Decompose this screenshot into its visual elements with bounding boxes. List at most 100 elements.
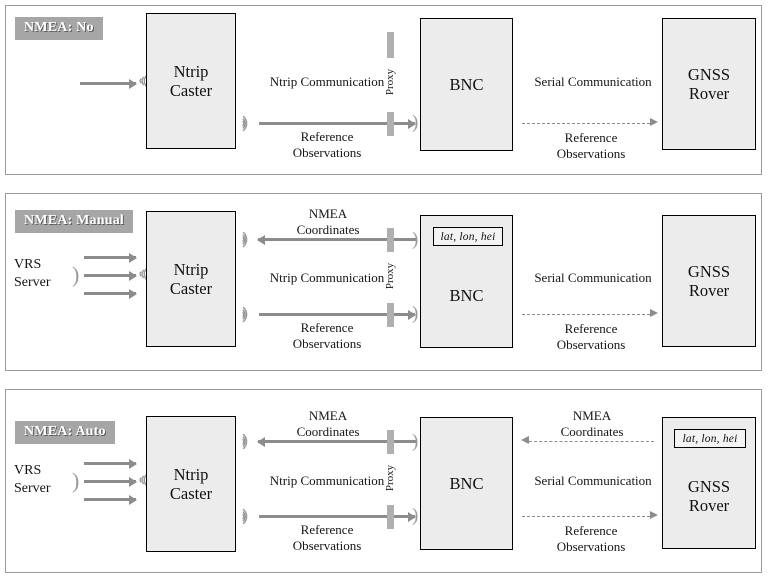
proxy-label: Proxy: [384, 262, 396, 290]
panel-nmea-manual: NMEA: Manual VRS Server ) Ntrip Caste: [5, 193, 762, 371]
arrow-reference-observations-caster: [259, 515, 409, 518]
connector-icon-bnc-nmea-out: ): [412, 431, 419, 452]
label-nmea-coordinates: NMEA Coordinates: [260, 408, 396, 440]
proxy-bar-upper: [387, 32, 394, 58]
node-ntrip-caster-line2: Caster: [169, 279, 213, 298]
connector-icon-vrs-out: ): [72, 468, 80, 493]
label-ntrip-communication: Ntrip Communication: [269, 270, 385, 285]
node-gnss-rover: GNSS Rover: [662, 18, 756, 150]
node-gnss-rover-line1: GNSS: [687, 64, 731, 84]
dashhead-serial-nmea-coordinates: [521, 436, 529, 444]
arrow-nmea-coordinates-to-caster: [258, 440, 416, 443]
node-gnss-rover-line1: GNSS: [687, 261, 731, 281]
dashhead-serial-reference-observations: [650, 118, 658, 126]
connector-icon-bnc-in: ): [412, 112, 419, 133]
node-gnss-rover-line2: Rover: [688, 496, 730, 515]
label-reference-observations-line1: Reference: [300, 522, 354, 537]
label-serial-reference-observations: Reference Observations: [526, 523, 656, 555]
node-ntrip-caster-line1: Ntrip: [173, 61, 209, 81]
dashline-serial-reference-observations: [522, 123, 650, 124]
proxy-bar-lower: [387, 112, 394, 136]
label-serial-nmea-coordinates-line2: Coordinates: [560, 423, 624, 439]
node-bnc-label: BNC: [449, 285, 484, 305]
label-serial-reference-observations-line1: Reference: [564, 321, 618, 336]
label-serial-reference-observations: Reference Observations: [526, 321, 656, 353]
proxy-label: Proxy: [384, 68, 396, 96]
label-nmea-coordinates-line1: NMEA: [308, 206, 348, 221]
connector-icon-bnc-nmea-out: ): [412, 229, 419, 250]
arrow-vrs-stream-1: [84, 256, 136, 259]
label-reference-observations-line2: Observations: [292, 335, 362, 351]
node-gnss-rover-line1: GNSS: [687, 476, 731, 496]
signal-icon-caster-nmea-in: [239, 229, 257, 250]
dashline-serial-nmea-coordinates: [529, 441, 654, 442]
arrow-reference-observations-head: [393, 122, 415, 125]
arrow-vrs-stream-3: [84, 498, 136, 501]
node-bnc: BNC: [420, 18, 513, 151]
proxy-bar-lower: [387, 303, 394, 327]
chip-lat-lon-hei-bnc: lat, lon, hei: [433, 227, 503, 246]
arrow-source-to-caster: [80, 82, 136, 85]
arrow-vrs-stream-3: [84, 292, 136, 295]
label-serial-communication: Serial Communication: [534, 270, 652, 285]
chip-lat-lon-hei-rover: lat, lon, hei: [674, 429, 746, 448]
node-gnss-rover-line2: Rover: [688, 281, 730, 300]
label-ntrip-communication: Ntrip Communication: [269, 473, 385, 488]
panel-nmea-no: NMEA: No Ntrip Caster: [5, 5, 762, 175]
label-nmea-coordinates-line2: Coordinates: [296, 423, 360, 439]
signal-icon-caster-out: [239, 506, 257, 527]
label-reference-observations-line2: Observations: [292, 144, 362, 160]
label-serial-nmea-coordinates-line1: NMEA: [572, 408, 612, 423]
node-ntrip-caster: Ntrip Caster: [146, 13, 236, 149]
label-nmea-coordinates: NMEA Coordinates: [260, 206, 396, 238]
node-ntrip-caster-line2: Caster: [169, 484, 213, 503]
arrow-vrs-stream-1: [84, 462, 136, 465]
label-ntrip-communication: Ntrip Communication: [269, 74, 385, 89]
node-ntrip-caster: Ntrip Caster: [146, 416, 236, 552]
node-gnss-rover-line2: Rover: [688, 84, 730, 103]
signal-icon-caster-nmea-in: [239, 431, 257, 452]
label-serial-reference-observations-line1: Reference: [564, 523, 618, 538]
label-vrs-server-line1: VRS: [14, 257, 42, 272]
node-gnss-rover: GNSS Rover: [662, 215, 756, 347]
status-badge-nmea-manual: NMEA: Manual: [15, 210, 134, 233]
node-bnc: BNC: [420, 417, 513, 550]
label-nmea-coordinates-line2: Coordinates: [296, 221, 360, 237]
label-reference-observations: Reference Observations: [262, 320, 392, 352]
label-serial-reference-observations-line1: Reference: [564, 130, 618, 145]
proxy-bar-lower: [387, 505, 394, 529]
label-vrs-server-line2: Server: [14, 481, 51, 497]
label-vrs-server-line2: Server: [14, 275, 51, 291]
label-serial-nmea-coordinates: NMEA Coordinates: [524, 408, 660, 440]
label-vrs-server: VRS Server: [14, 462, 74, 498]
label-nmea-coordinates-line1: NMEA: [308, 408, 348, 423]
node-bnc-label: BNC: [449, 74, 484, 94]
arrow-reference-observations-head: [393, 515, 415, 518]
label-serial-reference-observations-line2: Observations: [556, 145, 626, 161]
proxy-bar-upper: [387, 430, 394, 454]
arrow-reference-observations-caster: [259, 122, 409, 125]
arrow-reference-observations-caster: [259, 313, 409, 316]
dashhead-serial-reference-observations: [650, 511, 658, 519]
label-reference-observations-line1: Reference: [300, 320, 354, 335]
label-reference-observations-line2: Observations: [292, 537, 362, 553]
arrow-reference-observations-head: [393, 313, 415, 316]
label-reference-observations-line1: Reference: [300, 129, 354, 144]
dashline-serial-reference-observations: [522, 516, 650, 517]
node-ntrip-caster: Ntrip Caster: [146, 211, 236, 347]
proxy-bar-upper: [387, 228, 394, 252]
signal-icon-caster-out: [239, 304, 257, 325]
label-serial-reference-observations-line2: Observations: [556, 336, 626, 352]
status-badge-nmea-no: NMEA: No: [15, 17, 103, 40]
arrow-nmea-coordinates-to-caster: [258, 238, 416, 241]
connector-icon-bnc-in: ): [412, 303, 419, 324]
node-ntrip-caster-line1: Ntrip: [173, 464, 209, 484]
label-serial-reference-observations: Reference Observations: [526, 130, 656, 162]
label-serial-reference-observations-line2: Observations: [556, 538, 626, 554]
label-reference-observations: Reference Observations: [262, 522, 392, 554]
arrow-vrs-stream-2: [84, 274, 136, 277]
dashline-serial-reference-observations: [522, 314, 650, 315]
status-badge-nmea-auto: NMEA: Auto: [15, 421, 115, 444]
label-serial-communication: Serial Communication: [534, 473, 652, 488]
label-reference-observations: Reference Observations: [262, 129, 392, 161]
